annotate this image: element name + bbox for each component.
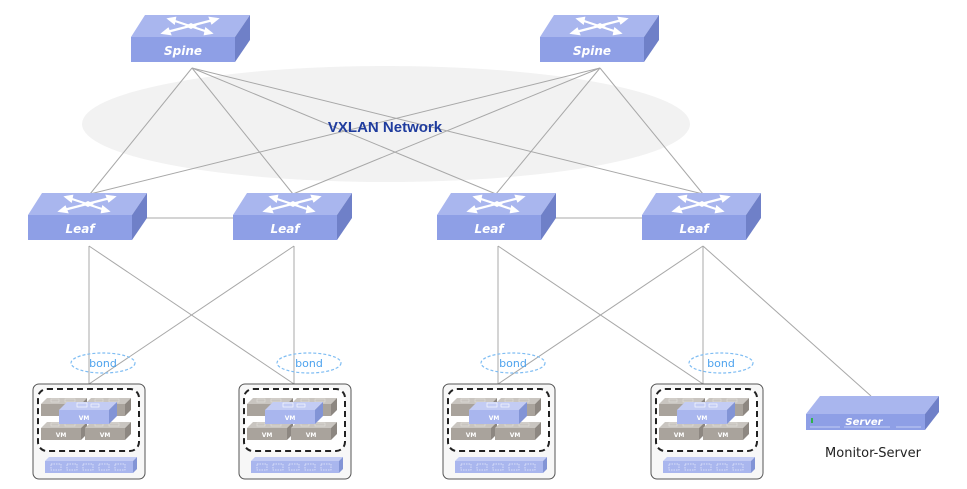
- vm-bottom-left[interactable]: VM: [450, 421, 498, 441]
- vm-label: VM: [489, 415, 500, 422]
- leaf-label: Leaf: [270, 222, 301, 236]
- physical-server-icon: [45, 457, 137, 473]
- monitor-server[interactable]: Server: [806, 396, 939, 430]
- link-spine-2-leaf-3: [495, 67, 601, 195]
- spine-label: Spine: [164, 44, 202, 58]
- vm-label: VM: [306, 432, 317, 439]
- vm-label: VM: [466, 432, 477, 439]
- server-device-label: Server: [845, 417, 883, 428]
- vm-bottom-left[interactable]: VM: [246, 421, 294, 441]
- leaf-label: Leaf: [65, 222, 96, 236]
- leaf-label: Leaf: [679, 222, 710, 236]
- vxlan-network-label: VXLAN Network: [328, 119, 443, 136]
- vm-label: VM: [262, 432, 273, 439]
- leaf-switch-3[interactable]: Leaf: [435, 191, 558, 242]
- links-layer: [88, 67, 872, 397]
- link-leaf-4-monitor-server: [702, 245, 872, 397]
- bond-ellipse: [688, 352, 754, 374]
- vm-label: VM: [100, 432, 111, 439]
- vm-bottom-right[interactable]: VM: [494, 421, 542, 441]
- vm-label: VM: [56, 432, 67, 439]
- physical-server-icon: [455, 457, 547, 473]
- vm-label: VM: [674, 432, 685, 439]
- vm-label: VM: [697, 415, 708, 422]
- leaf-switch-1[interactable]: Leaf: [26, 191, 149, 242]
- link-spine-1-leaf-2: [191, 67, 294, 195]
- bond-group: bond: [480, 352, 546, 374]
- vm-bottom-right[interactable]: VM: [290, 421, 338, 441]
- leaf-switch-2[interactable]: Leaf: [231, 191, 354, 242]
- bond-ellipse: [70, 352, 136, 374]
- spine-switch-2[interactable]: Spine: [538, 13, 661, 64]
- vm-label: VM: [510, 432, 521, 439]
- link-spine-1-leaf-1: [89, 67, 193, 195]
- link-spine-2-leaf-1: [89, 67, 601, 195]
- leaf-label: Leaf: [474, 222, 505, 236]
- vm-label: VM: [285, 415, 296, 422]
- vm-top[interactable]: VM: [677, 402, 735, 424]
- vm-bottom-right[interactable]: VM: [702, 421, 750, 441]
- bond-group: bond: [276, 352, 342, 374]
- bond-label: bond: [89, 357, 117, 370]
- physical-server-icon: [663, 457, 755, 473]
- spine-switch-1[interactable]: Spine: [129, 13, 252, 64]
- vm-top[interactable]: VM: [59, 402, 117, 424]
- vm-bottom-left[interactable]: VM: [40, 421, 88, 441]
- vm-label: VM: [79, 415, 90, 422]
- link-spine-2-leaf-4: [599, 67, 704, 195]
- vm-bottom-right[interactable]: VM: [84, 421, 132, 441]
- vm-top[interactable]: VM: [265, 402, 323, 424]
- leaf-switch-4[interactable]: Leaf: [640, 191, 763, 242]
- link-leaf-2-host-1: [88, 245, 295, 385]
- bond-group: bond: [688, 352, 754, 374]
- spine-label: Spine: [573, 44, 611, 58]
- physical-server-icon: [251, 457, 343, 473]
- server-icon: [806, 396, 939, 430]
- vm-bottom-left[interactable]: VM: [658, 421, 706, 441]
- bond-label: bond: [499, 357, 527, 370]
- link-leaf-4-host-3: [497, 245, 704, 385]
- vm-top[interactable]: VM: [469, 402, 527, 424]
- bond-label: bond: [707, 357, 735, 370]
- bond-ellipse: [276, 352, 342, 374]
- link-spine-2-leaf-2: [292, 67, 601, 195]
- monitor-server-caption: Monitor-Server: [825, 446, 922, 461]
- bond-group: bond: [70, 352, 136, 374]
- bond-label: bond: [295, 357, 323, 370]
- vm-label: VM: [718, 432, 729, 439]
- bond-ellipse: [480, 352, 546, 374]
